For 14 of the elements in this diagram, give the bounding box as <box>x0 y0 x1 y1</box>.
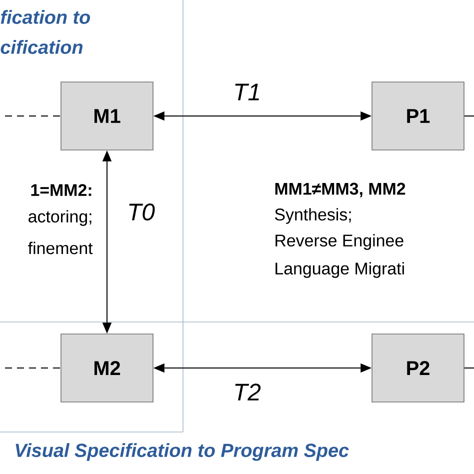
edge-label: T1 <box>235 84 259 100</box>
section-heading: cification <box>0 40 82 54</box>
note-text: actoring; <box>28 210 92 226</box>
edge-label: T0 <box>129 204 155 220</box>
model-box: M1 <box>60 82 154 150</box>
section-heading: Visual Specification to Program Spec <box>16 443 349 461</box>
note-text: Reverse Enginee <box>276 234 404 250</box>
note-text: Synthesis; <box>274 208 351 224</box>
note-text: finement <box>28 242 93 254</box>
condition-label: 1=MM2: <box>31 184 92 196</box>
model-box: P2 <box>372 334 464 402</box>
model-box: M2 <box>60 334 154 402</box>
edge-label: T2 <box>235 384 261 400</box>
model-box: P1 <box>372 82 464 150</box>
